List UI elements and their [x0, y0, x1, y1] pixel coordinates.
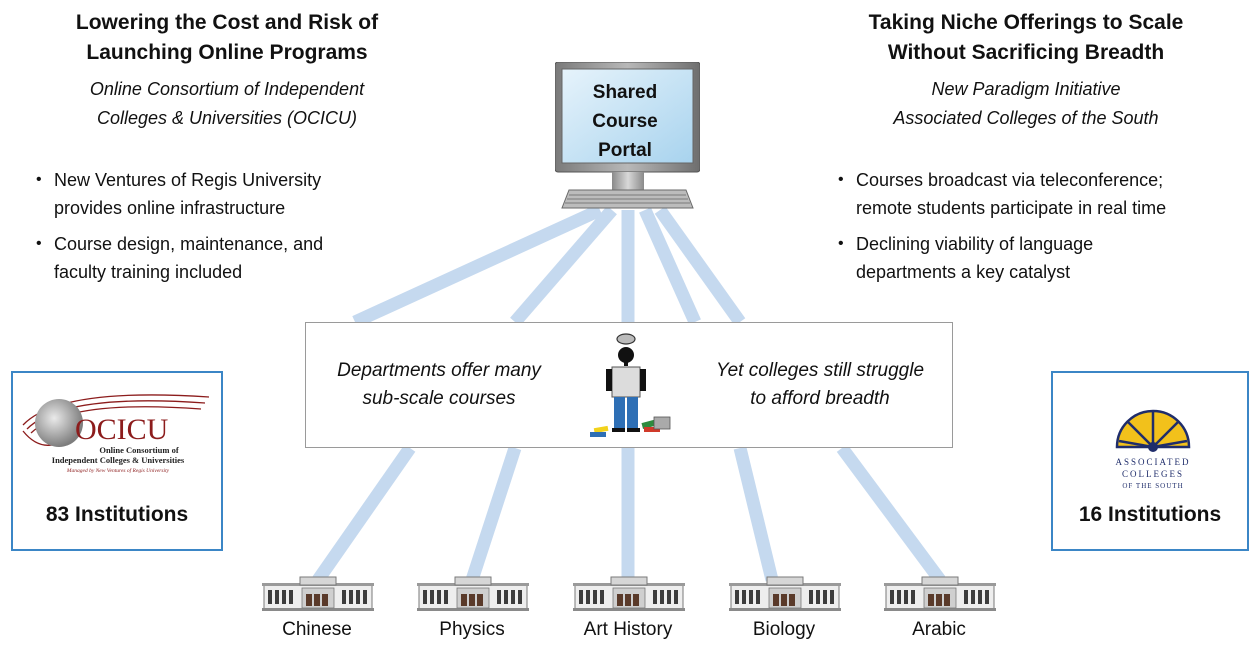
acs-logo-line: OF THE SOUTH [1122, 482, 1183, 490]
portal-label-line: Portal [598, 140, 652, 161]
center-left-text: Departments offer many sub-scale courses [314, 357, 564, 413]
left-subtitle-line2: Colleges & Universities (OCICU) [96, 108, 358, 128]
portal-label-line: Shared [592, 82, 658, 103]
college-name: Art History [583, 619, 673, 640]
left-heading: Lowering the Cost and Risk of Launching … [12, 8, 442, 68]
right-bullet-text: departments a key catalyst [856, 262, 1071, 282]
college-physics: Physics [417, 575, 529, 642]
left-title-line1: Lowering the Cost and Risk of [75, 11, 379, 34]
college-name: Physics [439, 619, 505, 640]
acs-box: ASSOCIATED COLLEGES OF THE SOUTH 16 Inst… [1051, 371, 1249, 551]
center-callout-box: Departments offer many sub-scale courses… [305, 322, 953, 448]
college-name: Chinese [282, 619, 352, 640]
link-chinese [312, 444, 416, 584]
acs-count: 16 Institutions [1078, 503, 1222, 526]
college-biology: Biology [729, 575, 841, 642]
link-right-inner [639, 207, 701, 325]
center-left-line: sub-scale courses [362, 388, 516, 409]
right-bullet-text: remote students participate in real time [856, 198, 1167, 218]
college-chinese: Chinese [262, 575, 374, 642]
link-left-outer [352, 204, 603, 328]
ocicu-logo: OCICU Online Consortium of Independent C… [22, 394, 210, 474]
ocicu-count: 83 Institutions [45, 503, 189, 526]
left-bullet-list: New Ventures of Regis University provide… [36, 166, 396, 294]
college-building-icon [262, 576, 374, 611]
acs-logo-line: ASSOCIATED [1115, 457, 1190, 467]
left-bullet-text: Course design, maintenance, and [54, 234, 324, 254]
left-subtitle-line1: Online Consortium of Independent [89, 79, 365, 99]
center-right-line: Yet colleges still struggle [715, 360, 925, 381]
right-subtitle-line2: Associated Colleges of the South [893, 108, 1159, 128]
right-bullet-list: Courses broadcast via teleconference; re… [838, 166, 1248, 294]
college-building-icon [884, 576, 996, 611]
left-bullet-item: Course design, maintenance, and faculty … [36, 230, 396, 286]
link-biology [733, 446, 779, 582]
left-bullet-text: New Ventures of Regis University [54, 170, 322, 190]
ocicu-logo-line: Managed by New Ventures of Regis Univers… [66, 467, 170, 474]
college-building-icon [417, 576, 529, 611]
center-right-text: Yet colleges still struggle to afford br… [690, 357, 950, 413]
link-arabic [836, 444, 946, 584]
ocicu-logo-wordmark: OCICU [75, 413, 169, 446]
ocicu-box: OCICU Online Consortium of Independent C… [11, 371, 223, 551]
right-heading: Taking Niche Offerings to Scale Without … [806, 8, 1246, 68]
left-bullet-text: faculty training included [54, 262, 243, 282]
right-title-line2: Without Sacrificing Breadth [887, 41, 1165, 64]
college-name: Biology [752, 619, 816, 640]
college-art-history: Art History [573, 575, 685, 642]
portal-label: Shared Course Portal [575, 78, 675, 165]
center-left-line: Departments offer many [337, 360, 541, 381]
college-name: Arabic [912, 619, 966, 640]
ocicu-logo-line: Independent Colleges & Universities [52, 455, 185, 465]
left-title-line2: Launching Online Programs [86, 41, 368, 64]
college-arabic: Arabic [884, 575, 996, 642]
acs-logo-line: COLLEGES [1122, 469, 1184, 479]
right-subtitle-line1: New Paradigm Initiative [931, 79, 1121, 99]
right-subtitle: New Paradigm Initiative Associated Colle… [806, 75, 1246, 133]
college-building-icon [573, 576, 685, 611]
link-physics [465, 445, 522, 583]
college-building-icon [729, 576, 841, 611]
link-left-inner [510, 205, 617, 327]
struggling-person-icon [590, 333, 671, 437]
left-bullet-text: provides online infrastructure [54, 198, 286, 218]
link-right-mid [654, 206, 746, 326]
right-title-line1: Taking Niche Offerings to Scale [868, 11, 1184, 34]
acs-logo: ASSOCIATED COLLEGES OF THE SOUTH [1115, 409, 1191, 490]
right-bullet-text: Courses broadcast via teleconference; [856, 170, 1164, 190]
right-bullet-item: Courses broadcast via teleconference; re… [838, 166, 1248, 222]
left-subtitle: Online Consortium of Independent College… [12, 75, 442, 133]
ocicu-logo-line: Online Consortium of [99, 445, 179, 455]
right-bullet-item: Declining viability of language departme… [838, 230, 1248, 286]
left-bullet-item: New Ventures of Regis University provide… [36, 166, 396, 222]
portal-label-line: Course [592, 111, 658, 132]
right-bullet-text: Declining viability of language [856, 234, 1094, 254]
computer-monitor-icon [555, 62, 700, 209]
center-right-line: to afford breadth [750, 388, 890, 409]
